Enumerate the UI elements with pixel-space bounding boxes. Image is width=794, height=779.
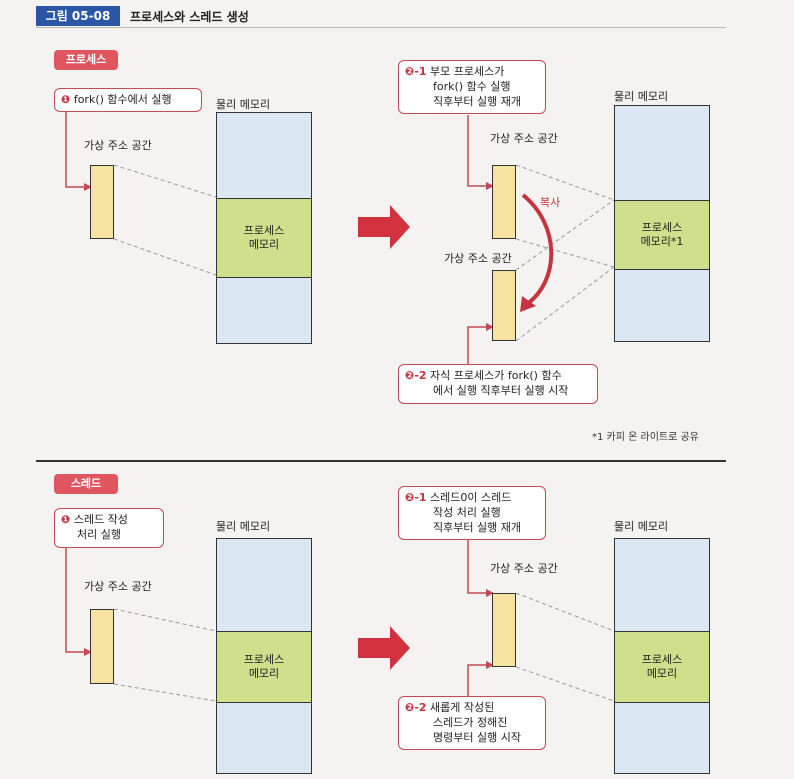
- callout-text: 직후부터 실행 재개: [433, 521, 521, 534]
- callout-text: 자식 프로세스가 fork() 함수: [430, 369, 562, 382]
- callout-text: fork() 함수에서 실행: [73, 93, 172, 106]
- callout-step2-2-process: ❷-2 자식 프로세스가 fork() 함수 에서 실행 직후부터 실행 시작: [398, 364, 598, 404]
- copy-label: 복사: [540, 196, 561, 209]
- callout-text: 처리 실행: [77, 528, 121, 541]
- section-divider: [36, 460, 726, 462]
- figure-label: 그림 05-08: [36, 6, 120, 26]
- callout-text: 부모 프로세스가: [430, 65, 505, 78]
- block-label: 메모리*1: [640, 235, 684, 248]
- virtual-address-space-parent: [492, 165, 516, 239]
- callout-text: 스레드가 정해진: [433, 716, 508, 729]
- callout-step1-process: ❶ fork() 함수에서 실행: [54, 88, 202, 112]
- step-number: ❷-2: [405, 369, 427, 382]
- callout-text: 새롭게 작성된: [430, 701, 495, 714]
- process-memory-block-shared: 프로세스 메모리*1: [615, 200, 709, 270]
- virtual-address-space-thread-right: [492, 593, 516, 667]
- virtual-space-label-thread: 가상 주소 공간: [84, 580, 152, 593]
- transition-arrow-icon: [358, 205, 410, 670]
- block-label: 메모리: [646, 667, 678, 680]
- virtual-address-space: [90, 165, 114, 239]
- physical-memory-right: 프로세스 메모리*1: [614, 105, 710, 342]
- block-label: 메모리: [248, 667, 280, 680]
- block-label: 프로세스: [243, 653, 285, 666]
- virtual-address-space-child: [492, 270, 516, 341]
- step-number: ❶: [61, 513, 71, 526]
- virtual-space-label-child: 가상 주소 공간: [444, 252, 512, 265]
- block-label: 프로세스: [243, 224, 285, 237]
- callout-text: 스레드0이 스레드: [430, 491, 512, 504]
- callout-step2-1-process: ❷-1 부모 프로세스가 fork() 함수 실행 직후부터 실행 재개: [398, 60, 546, 114]
- footnote: *1 카피 온 라이트로 공유: [592, 432, 699, 443]
- virtual-space-label-thread-right: 가상 주소 공간: [490, 562, 558, 575]
- block-label: 프로세스: [641, 221, 683, 234]
- block-label: 메모리: [248, 238, 280, 251]
- physical-memory-label-thread-right: 물리 메모리: [614, 520, 669, 533]
- callout-text: 스레드 작성: [73, 513, 128, 526]
- step-number: ❶: [61, 93, 71, 106]
- physical-memory: 프로세스 메모리: [216, 112, 312, 344]
- header-divider: [36, 27, 726, 28]
- physical-memory-thread-right: 프로세스 메모리: [614, 538, 710, 774]
- callout-text: fork() 함수 실행: [433, 80, 511, 93]
- physical-memory-label: 물리 메모리: [216, 98, 271, 111]
- callout-text: 직후부터 실행 재개: [433, 95, 521, 108]
- physical-memory-label-right: 물리 메모리: [614, 90, 669, 103]
- step-number: ❷-2: [405, 701, 427, 714]
- callout-text: 작성 처리 실행: [433, 506, 501, 519]
- callout-step2-2-thread: ❷-2 새롭게 작성된 스레드가 정해진 명령부터 실행 시작: [398, 696, 546, 750]
- block-label: 프로세스: [641, 653, 683, 666]
- virtual-address-space-thread: [90, 609, 114, 684]
- callout-text: 명령부터 실행 시작: [433, 731, 521, 744]
- callout-text: 에서 실행 직후부터 실행 시작: [433, 384, 569, 397]
- section-tag-thread: 스레드: [54, 474, 118, 494]
- step-number: ❷-1: [405, 65, 427, 78]
- process-memory-block-thread: 프로세스 메모리: [217, 631, 311, 703]
- callout-step2-1-thread: ❷-1 스레드0이 스레드 작성 처리 실행 직후부터 실행 재개: [398, 486, 546, 540]
- process-memory-block-thread-right: 프로세스 메모리: [615, 631, 709, 703]
- physical-memory-label-thread: 물리 메모리: [216, 520, 271, 533]
- physical-memory-thread: 프로세스 메모리: [216, 538, 312, 774]
- process-memory-block: 프로세스 메모리: [217, 198, 311, 278]
- callout-step1-thread: ❶ 스레드 작성 처리 실행: [54, 508, 164, 548]
- virtual-space-label-parent: 가상 주소 공간: [490, 132, 558, 145]
- figure-title: 프로세스와 스레드 생성: [130, 10, 249, 24]
- step-number: ❷-1: [405, 491, 427, 504]
- virtual-space-label: 가상 주소 공간: [84, 139, 152, 152]
- section-tag-process: 프로세스: [54, 50, 118, 70]
